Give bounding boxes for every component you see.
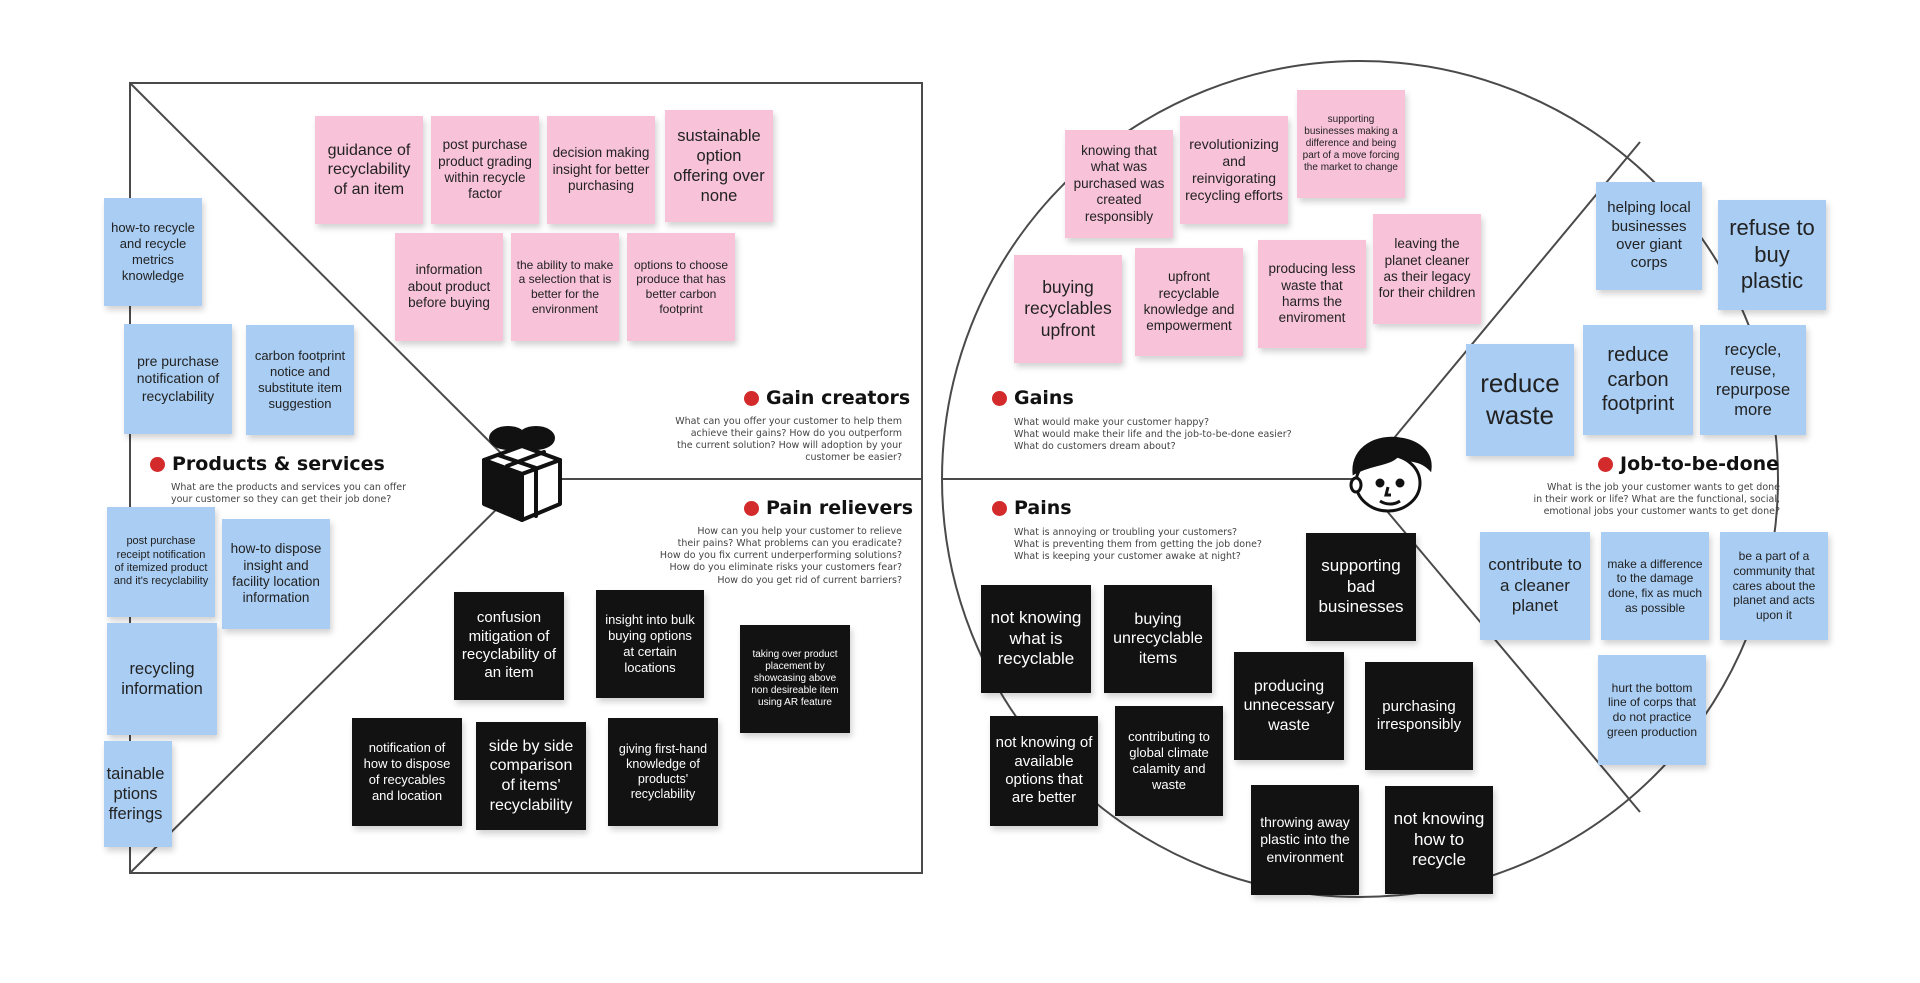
pain-note: buying unrecyclable items — [1104, 585, 1212, 693]
job-note: reduce carbon footprint — [1583, 325, 1693, 435]
product-note: post purchase receipt notification of it… — [107, 507, 215, 617]
pains-dot — [992, 501, 1007, 516]
product-note: carbon footprint notice and substitute i… — [246, 325, 354, 435]
gain-creator-note: guidance of recyclability of an item — [315, 116, 423, 224]
gain-creator-note: decision making insight for better purch… — [547, 116, 655, 224]
product-note: how-to dispose insight and facility loca… — [222, 519, 330, 629]
pain-reliever-note: taking over product placement by showcas… — [740, 625, 850, 733]
pain-note: not knowing what is recyclable — [981, 585, 1091, 693]
product-note: recycling information — [107, 623, 217, 735]
gain-creators-title: Gain creators — [744, 387, 910, 409]
pain-note: contributing to global climate calamity … — [1115, 706, 1223, 816]
job-note: helping local businesses over giant corp… — [1596, 182, 1702, 290]
job-to-be-done-description: What is the job your customer wants to g… — [1510, 482, 1780, 518]
job-to-be-done-dot — [1598, 457, 1613, 472]
gift-icon — [474, 416, 570, 528]
gain-creator-note: the ability to make a selection that is … — [511, 233, 619, 341]
gains-title: Gains — [992, 387, 1074, 409]
pain-note: producing unnecessary waste — [1234, 652, 1344, 760]
gains-dot — [992, 391, 1007, 406]
gain-creators-dot — [744, 391, 759, 406]
pain-reliever-note: giving first-hand knowledge of products'… — [608, 718, 718, 826]
pain-reliever-note: side by side comparison of items' recycl… — [476, 722, 586, 830]
pain-relievers-title: Pain relievers — [744, 497, 913, 519]
job-note: refuse to buy plastic — [1718, 200, 1826, 310]
job-note: reduce waste — [1466, 344, 1574, 456]
pain-reliever-note: notification of how to dispose of recyca… — [352, 718, 462, 826]
pain-note: not knowing of available options that ar… — [990, 716, 1098, 826]
products-services-title: Products & services — [150, 453, 385, 475]
gain-creator-note: sustainable option offering over none — [665, 110, 773, 222]
products-services-dot — [150, 457, 165, 472]
pain-note: supporting bad businesses — [1306, 533, 1416, 641]
gain-note: producing less waste that harms the envi… — [1258, 240, 1366, 348]
pains-title: Pains — [992, 497, 1072, 519]
gain-note: leaving the planet cleaner as their lega… — [1373, 214, 1481, 324]
pain-relievers-dot — [744, 501, 759, 516]
job-note: hurt the bottom line of corps that do no… — [1598, 655, 1706, 765]
job-to-be-done-title: Job-to-be-done — [1598, 453, 1779, 475]
gain-note: supporting businesses making a differenc… — [1297, 90, 1405, 198]
gain-creator-note: information about product before buying — [395, 233, 503, 341]
gain-note: buying recyclables upfront — [1014, 255, 1122, 363]
job-note: be a part of a community that cares abou… — [1720, 532, 1828, 640]
gain-note: revolutionizing and reinvigorating recyc… — [1180, 116, 1288, 224]
gain-creators-description: What can you offer your customer to help… — [640, 416, 902, 465]
pain-reliever-note: confusion mitigation of recyclability of… — [454, 592, 564, 700]
job-note: contribute to a cleaner planet — [1480, 532, 1590, 640]
pain-note: purchasing irresponsibly — [1365, 662, 1473, 770]
product-note: tainable ptions fferings — [104, 741, 172, 847]
job-note: make a difference to the damage done, fi… — [1601, 532, 1709, 640]
job-note: recycle, reuse, repurpose more — [1700, 325, 1806, 435]
customer-face-icon — [1334, 433, 1440, 517]
pain-reliever-note: insight into bulk buying options at cert… — [596, 590, 704, 698]
product-note: pre purchase notification of recyclabili… — [124, 324, 232, 434]
pain-relievers-description: How can you help your customer to reliev… — [630, 526, 902, 587]
pain-note: not knowing how to recycle — [1385, 786, 1493, 894]
products-services-description: What are the products and services you c… — [171, 482, 441, 506]
pains-description: What is annoying or troubling your custo… — [1014, 527, 1314, 563]
gain-note: upfront recyclable knowledge and empower… — [1135, 248, 1243, 356]
product-note: how-to recycle and recycle metrics knowl… — [104, 198, 202, 306]
gains-description: What would make your customer happy? Wha… — [1014, 417, 1314, 453]
pain-note: throwing away plastic into the environme… — [1251, 785, 1359, 895]
gain-creator-note: post purchase product grading within rec… — [431, 116, 539, 224]
gain-creator-note: options to choose produce that has bette… — [627, 233, 735, 341]
gain-note: knowing that what was purchased was crea… — [1065, 130, 1173, 238]
